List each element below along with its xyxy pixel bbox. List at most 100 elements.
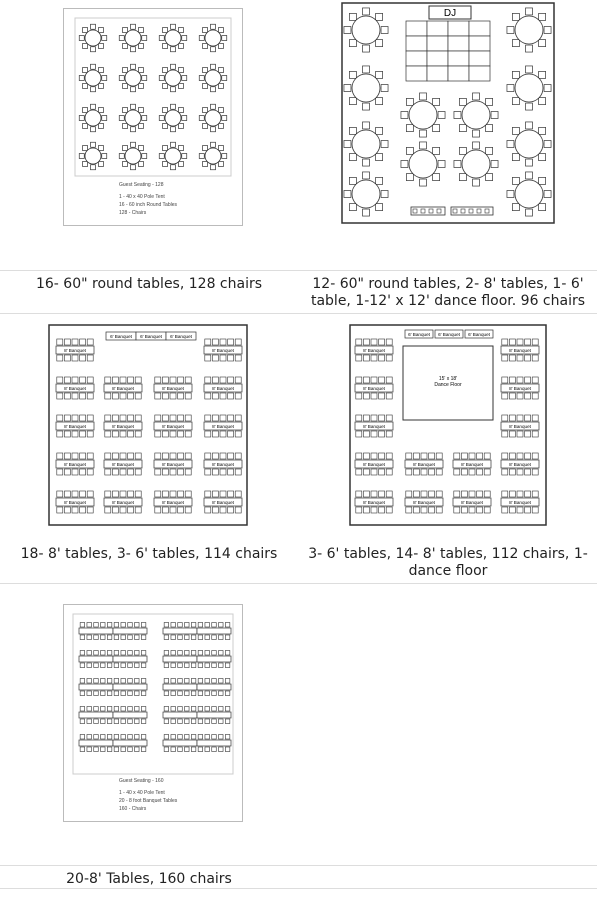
banquet-table-label: 8' Banquet — [112, 500, 135, 505]
banquet-table — [162, 650, 198, 668]
round-table — [78, 63, 108, 93]
round-table — [78, 141, 108, 171]
banquet-table: 8' Banquet — [55, 376, 95, 400]
banquet-table: 8' Banquet — [55, 452, 95, 476]
banquet-table-label: 8' Banquet — [64, 348, 87, 353]
banquet-tables — [410, 206, 494, 216]
banquet-table-label: 8' Banquet — [363, 424, 386, 429]
round-table — [198, 103, 228, 133]
banquet-table — [112, 678, 148, 696]
banquet-table: 8' Banquet — [500, 338, 540, 362]
layout-card-round-128: Guest Seating - 128 1 - 40 x 40 Pole Ten… — [0, 0, 298, 312]
banquet-table — [196, 622, 232, 640]
round-table — [343, 7, 389, 53]
floor-plan-round-96-dj: DJ — [341, 2, 555, 224]
round-table — [118, 103, 148, 133]
banquet-table: 8' Banquet — [55, 338, 95, 362]
banquet-table — [196, 678, 232, 696]
banquet-table — [78, 650, 114, 668]
plan-note-seating: Guest Seating - 160 — [119, 778, 164, 784]
plan-note-tent: 1 - 40 x 40 Pole Tent — [119, 790, 165, 796]
banquet-table: 8' Banquet — [203, 414, 243, 438]
banquet-table: 8' Banquet — [103, 490, 143, 514]
banquet-table: 8' Banquet — [203, 376, 243, 400]
banquet-table: 8' Banquet — [153, 452, 193, 476]
dj-label: DJ — [444, 8, 456, 19]
banquet-table-label: 8' Banquet — [162, 386, 185, 391]
round-table — [506, 171, 552, 217]
banquet-table: 8' Banquet — [500, 452, 540, 476]
banquet-table-label: 8' Banquet — [509, 424, 532, 429]
dance-floor-grid — [405, 20, 491, 82]
banquet-table — [196, 706, 232, 724]
banquet-table-label: 6' Banquet — [110, 334, 133, 339]
banquet-table — [162, 678, 198, 696]
banquet-table: 8' Banquet — [354, 338, 394, 362]
banquet-table: 8' Banquet — [153, 376, 193, 400]
banquet-table: 8' Banquet — [354, 490, 394, 514]
banquet-table: 8' Banquet — [103, 414, 143, 438]
banquet-table-label: 8' Banquet — [212, 424, 235, 429]
banquet-table: 6' Banquet — [105, 331, 137, 341]
banquet-table: 6' Banquet — [434, 329, 464, 339]
banquet-table: 8' Banquet — [452, 490, 492, 514]
dance-floor: 15' x 18' Dance Floor — [402, 345, 494, 421]
banquet-table-label: 8' Banquet — [363, 500, 386, 505]
banquet-table — [112, 706, 148, 724]
plan-note-tables: 20 - 8 foot Banquet Tables — [119, 798, 178, 804]
banquet-table-label: 8' Banquet — [64, 500, 87, 505]
banquet-table: 6' Banquet — [404, 329, 434, 339]
banquet-table-label: 8' Banquet — [162, 500, 185, 505]
banquet-table: 8' Banquet — [452, 452, 492, 476]
banquet-table — [112, 622, 148, 640]
banquet-table: 8' Banquet — [55, 490, 95, 514]
layout-caption: 20-8' Tables, 160 chairs — [66, 871, 232, 887]
banquet-table — [78, 622, 114, 640]
round-table — [118, 23, 148, 53]
banquet-table: 8' Banquet — [153, 414, 193, 438]
round-table — [198, 63, 228, 93]
round-table — [158, 63, 188, 93]
round-table — [506, 121, 552, 167]
banquet-table — [78, 678, 114, 696]
banquet-table: 8' Banquet — [103, 376, 143, 400]
banquet-table-label: 8' Banquet — [112, 424, 135, 429]
banquet-table-label: 8' Banquet — [461, 462, 484, 467]
banquet-table: 8' Banquet — [404, 452, 444, 476]
banquet-table-label: 6' Banquet — [140, 334, 163, 339]
banquet-table: 8' Banquet — [203, 452, 243, 476]
banquet-table-label: 8' Banquet — [509, 386, 532, 391]
round-table — [158, 23, 188, 53]
banquet-table-label: 8' Banquet — [509, 500, 532, 505]
banquet-table: 8' Banquet — [354, 414, 394, 438]
round-table — [453, 92, 499, 138]
banquet-table-label: 8' Banquet — [363, 462, 386, 467]
round-table — [400, 92, 446, 138]
banquet-table: 8' Banquet — [55, 414, 95, 438]
banquet-table — [78, 706, 114, 724]
banquet-table: 8' Banquet — [500, 414, 540, 438]
banquet-table: 8' Banquet — [103, 452, 143, 476]
plan-note-chairs: 160 - Chairs — [119, 806, 147, 812]
banquet-table-label: 6' Banquet — [408, 332, 431, 337]
floor-plan-round-128: Guest Seating - 128 1 - 40 x 40 Pole Ten… — [63, 8, 243, 226]
banquet-table-label: 8' Banquet — [112, 462, 135, 467]
layout-caption: 12- 60" round tables, 2- 8' tables, 1- 6… — [310, 276, 586, 309]
banquet-table-label: 8' Banquet — [162, 462, 185, 467]
round-table — [343, 65, 389, 111]
banquet-table-label: 8' Banquet — [64, 424, 87, 429]
banquet-table-label: 8' Banquet — [413, 500, 436, 505]
round-table — [343, 121, 389, 167]
plan-note-seating: Guest Seating - 128 — [119, 182, 164, 188]
banquet-table: 8' Banquet — [203, 338, 243, 362]
banquet-table-label: 8' Banquet — [363, 348, 386, 353]
dj-booth: DJ — [428, 5, 472, 20]
layout-caption: 3- 6' tables, 14- 8' tables, 112 chairs,… — [308, 546, 588, 579]
round-table — [158, 103, 188, 133]
banquet-table: 8' Banquet — [203, 490, 243, 514]
banquet-table: 8' Banquet — [500, 490, 540, 514]
